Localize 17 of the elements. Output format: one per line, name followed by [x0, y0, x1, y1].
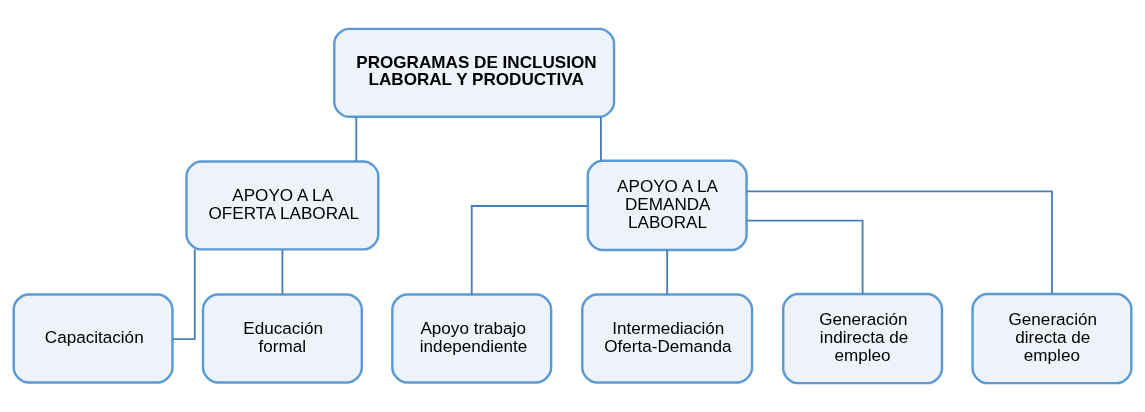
node-box: Generación directa de empleo [971, 292, 1133, 385]
node-box: Generación indirecta de empleo [782, 292, 944, 385]
node-box: Capacitación [12, 293, 174, 384]
connector [171, 248, 196, 341]
node-box: Apoyo trabajo independiente [391, 293, 553, 384]
connector [355, 116, 358, 162]
connector [600, 116, 602, 162]
node-box: Educación formal [201, 293, 364, 384]
node-box: PROGRAMAS DE INCLUSION LABORAL Y PRODUCTIVA [333, 27, 616, 119]
node-box: APOYO A LA DEMANDA LABORAL [586, 159, 748, 252]
connector [281, 248, 284, 296]
connector [666, 249, 669, 296]
connector [470, 205, 589, 296]
node-box: APOYO A LA OFERTA LABORAL [185, 160, 380, 251]
connector [745, 190, 1053, 295]
connector [745, 219, 864, 295]
node-box: Intermediación Oferta-Demanda [581, 293, 754, 384]
